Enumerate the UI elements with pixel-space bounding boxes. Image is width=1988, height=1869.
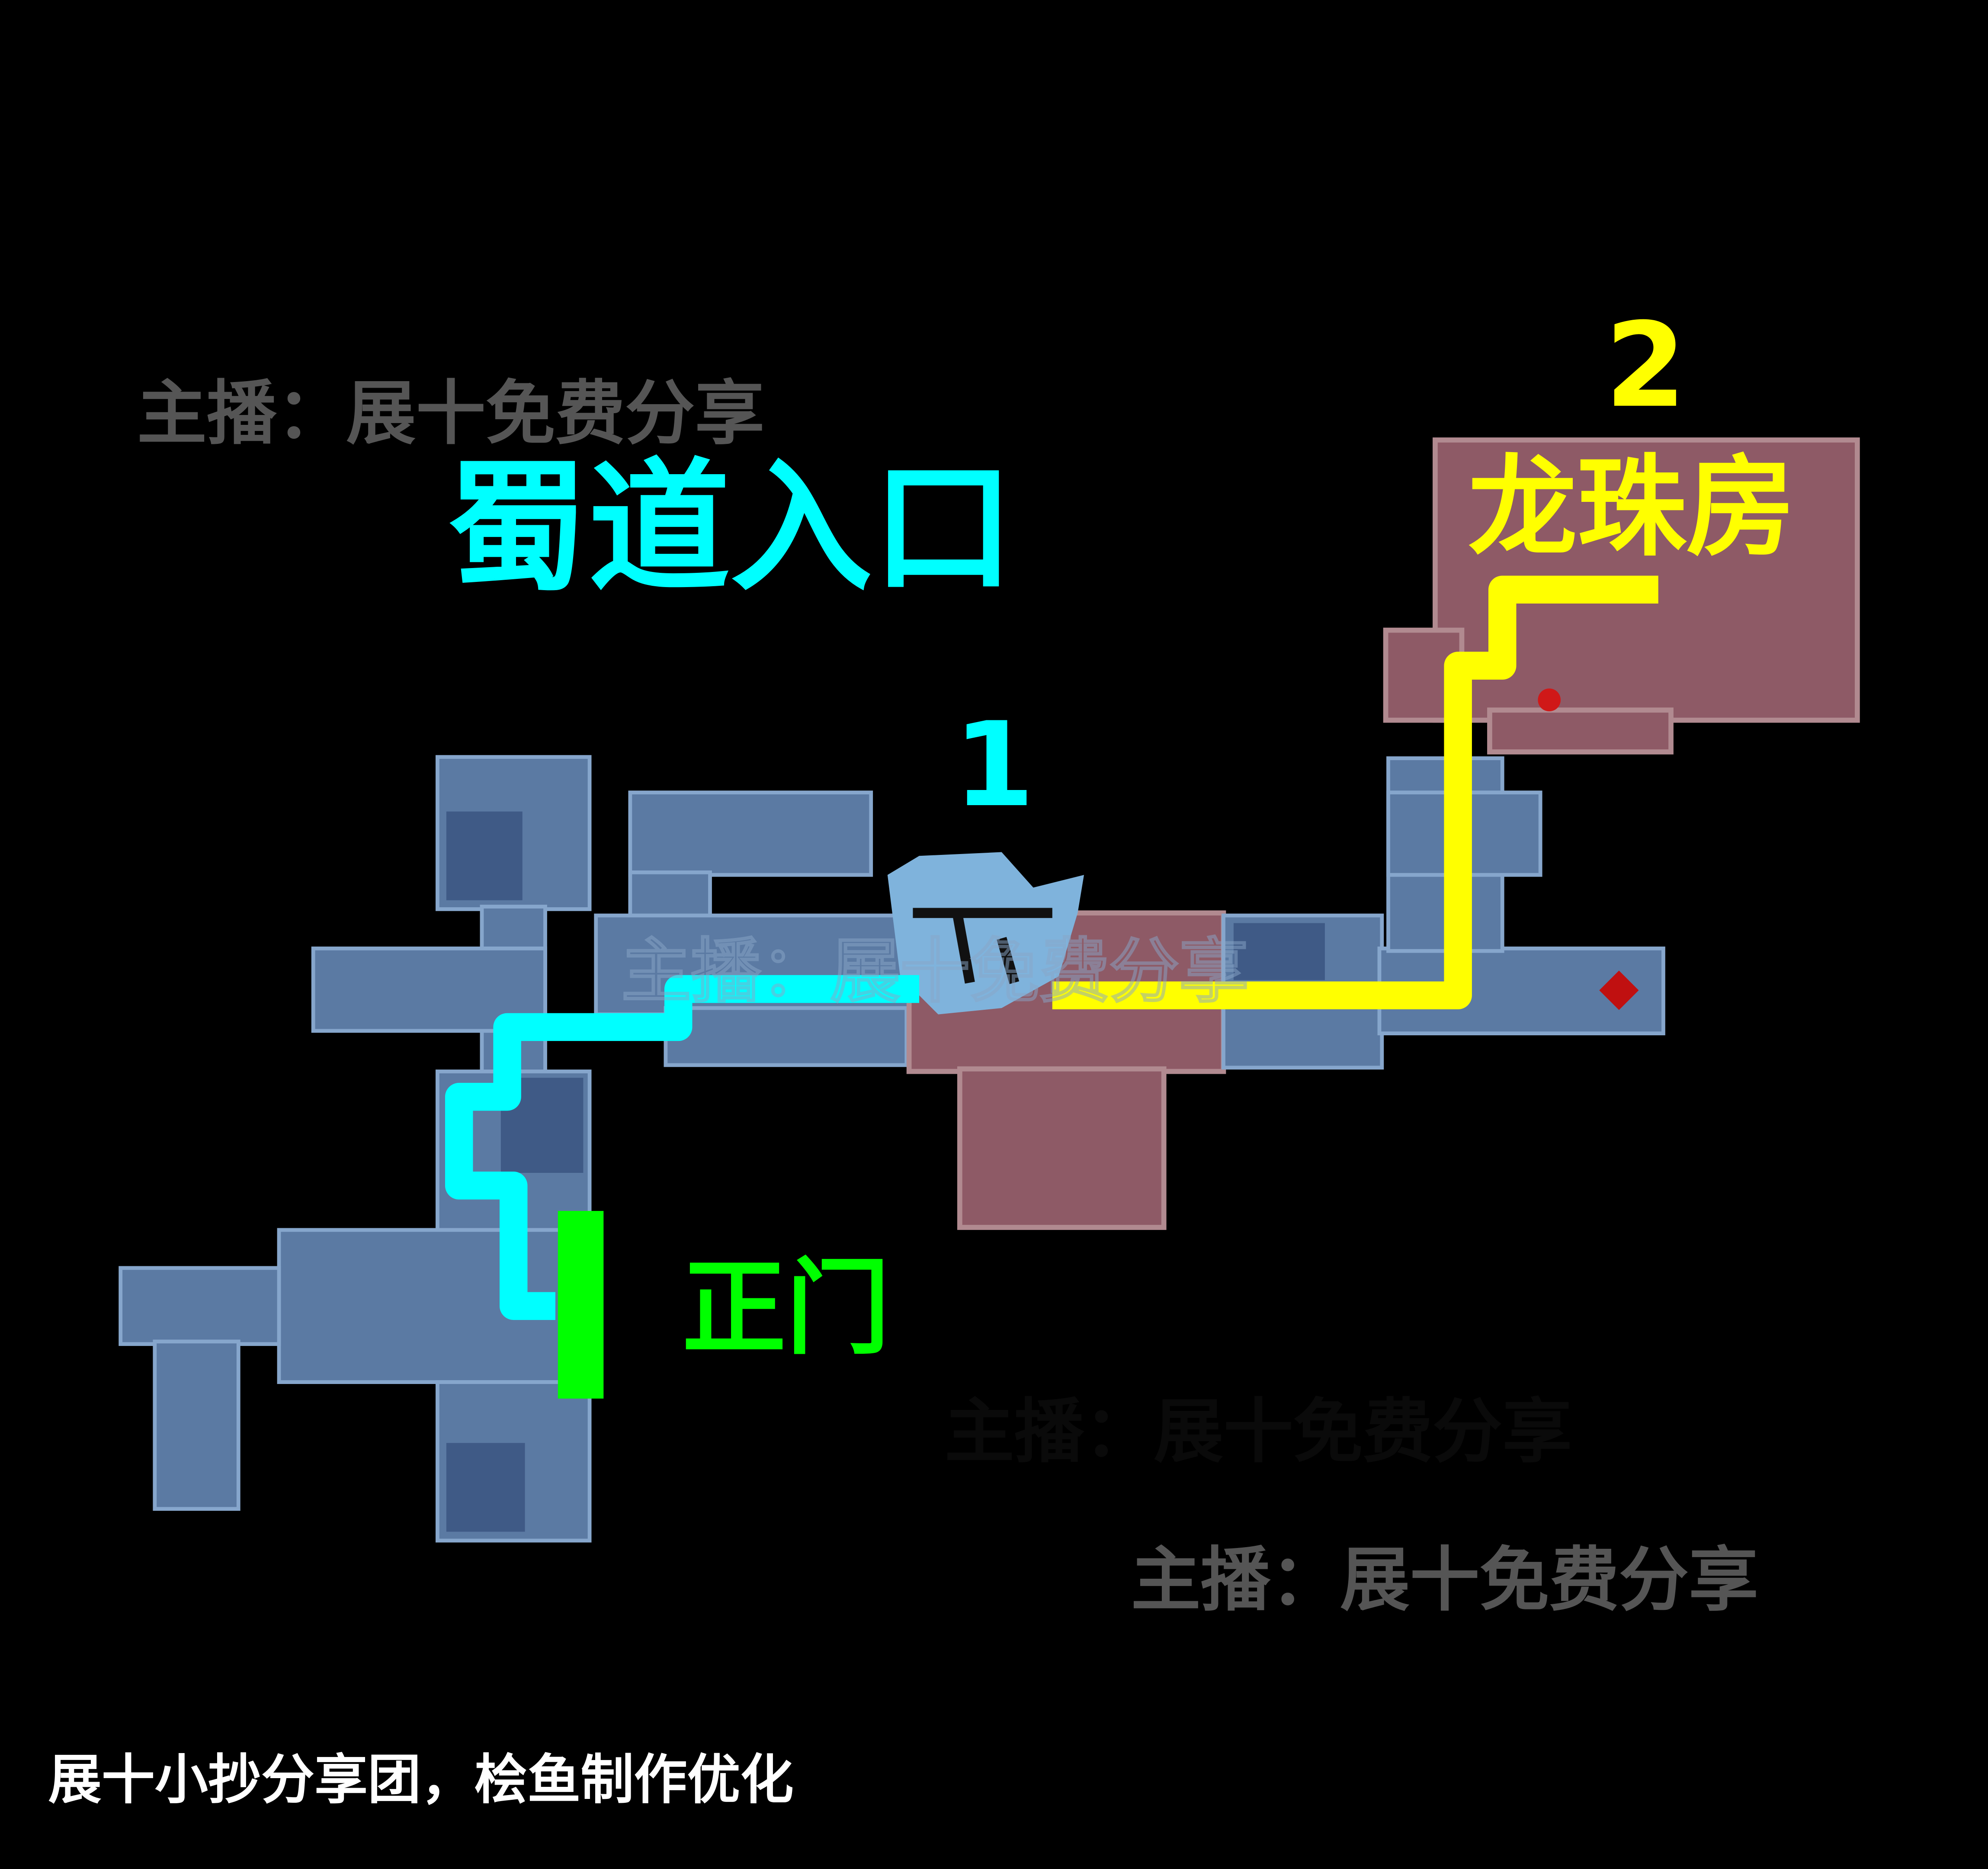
watermark: 主播：展十免费分享	[137, 373, 765, 454]
red-chest-icon[interactable]	[1538, 688, 1561, 712]
main-gate-label: 正门	[682, 1248, 890, 1369]
watermark: 主播：展十免费分享	[1131, 1539, 1759, 1621]
dragon-ball-room-label: 龙珠房	[1468, 444, 1795, 571]
map-rooms	[119, 437, 1860, 1543]
dragon-ball-room-lower	[1487, 707, 1674, 755]
route-2-path	[1052, 575, 1658, 1009]
stairs	[446, 811, 523, 900]
watermark: 主播：展十免费分享	[621, 931, 1249, 1012]
entrance-label: 蜀道入口	[446, 446, 1014, 611]
red-room-lower	[957, 1066, 1167, 1230]
marker-1: 1	[953, 697, 1035, 833]
skull-boss-icon[interactable]	[887, 852, 1084, 1015]
marker-2: 2	[1605, 298, 1687, 434]
room-left-wing	[119, 1266, 281, 1346]
room-mid-top	[628, 790, 873, 877]
watermark: 主播：展十免费分享	[945, 1391, 1572, 1473]
route-1-path	[445, 975, 920, 1320]
room-mid-lower	[664, 1006, 909, 1067]
main-gate-marker	[558, 1211, 604, 1399]
footer-credit: 展十小抄分享团，桧鱼制作优化	[48, 1749, 794, 1811]
room-left-wing-lower	[153, 1339, 240, 1511]
stairs	[446, 1443, 525, 1532]
room-right-inner	[1233, 923, 1325, 980]
